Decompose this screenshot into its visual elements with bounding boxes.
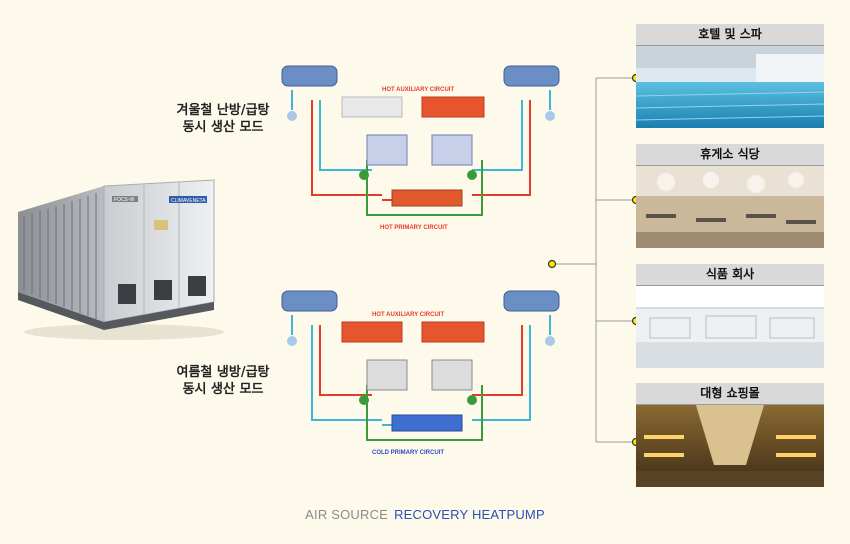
summer-mode-line2: 동시 생산 모드	[182, 382, 264, 397]
hotel-spa-title: 호텔 및 스파	[636, 24, 824, 46]
shopping-mall-title: 대형 쇼핑몰	[636, 383, 824, 405]
rest-area-restaurant-image	[636, 166, 824, 248]
winter-circuit-top-label: HOT AUXILIARY CIRCUIT	[382, 87, 454, 93]
food-company-title: 식품 회사	[636, 264, 824, 286]
summer-circuit-bottom-label: COLD PRIMARY CIRCUIT	[372, 450, 444, 456]
heat-pump-unit-image: FOCS-W CLIMAVENETA	[18, 179, 224, 340]
shopping-mall-image	[636, 405, 824, 487]
winter-mode-line1: 겨울철 난방/급탕	[176, 103, 270, 118]
center-dot-icon	[547, 259, 557, 269]
unit-brand-text: CLIMAVENETA	[171, 198, 206, 204]
winter-mode-line2: 동시 생산 모드	[182, 120, 264, 135]
summer-mode-label: 여름철 냉방/급탕 동시 생산 모드	[163, 364, 283, 398]
application-connector-lines	[547, 73, 641, 447]
hotel-spa-image	[636, 46, 824, 128]
food-company-image	[636, 286, 824, 368]
bottom-caption: AIR SOURCE RECOVERY HEATPUMP	[0, 507, 850, 522]
summer-circuit-top-label: HOT AUXILIARY CIRCUIT	[372, 312, 444, 318]
rest-area-restaurant-title: 휴게소 식당	[636, 144, 824, 166]
summer-schematic-diagram: HOT AUXILIARY CIRCUIT COLD PRIMARY CIRCU…	[281, 290, 560, 456]
winter-mode-label: 겨울철 난방/급탕 동시 생산 모드	[163, 102, 283, 136]
unit-model-text: FOCS-W	[114, 197, 135, 203]
winter-schematic-diagram: HOT AUXILIARY CIRCUIT HOT PRIMARY CIRCUI…	[281, 65, 560, 231]
summer-mode-line1: 여름철 냉방/급탕	[176, 365, 270, 380]
caption-recovery-heatpump: RECOVERY HEATPUMP	[394, 507, 545, 522]
caption-air-source: AIR SOURCE	[305, 507, 389, 522]
winter-circuit-bottom-label: HOT PRIMARY CIRCUIT	[380, 225, 448, 231]
